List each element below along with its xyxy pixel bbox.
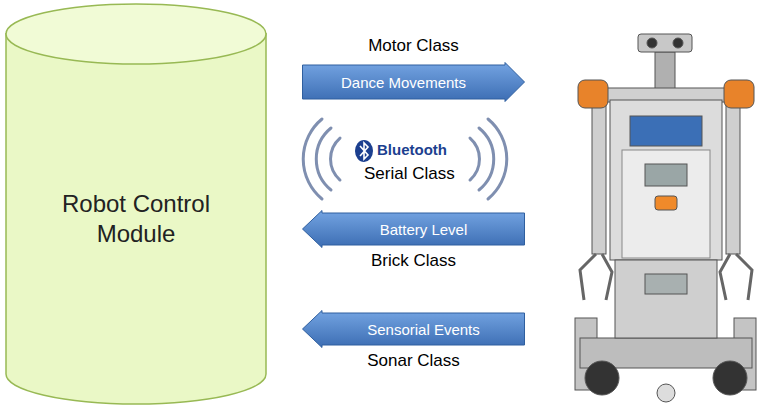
bluetooth-logo-text: Bluetooth <box>377 141 447 158</box>
robot-claw <box>602 254 612 300</box>
bluetooth-logo <box>355 140 373 162</box>
logo-badge <box>355 140 373 162</box>
message-text: Battery Level <box>380 221 468 238</box>
module-title: Robot Control Module <box>36 189 236 249</box>
robot-claw <box>720 254 730 300</box>
robot-lower-body <box>615 260 717 338</box>
logo-rune <box>360 143 368 159</box>
robot-button <box>655 196 677 210</box>
robot-claw <box>736 254 752 300</box>
module-cylinder: Robot Control Module <box>5 3 267 405</box>
arrow-shape <box>303 311 525 348</box>
wave-arc <box>316 128 331 190</box>
arrow-body: Battery Level <box>322 210 525 248</box>
wave-arc <box>470 138 479 180</box>
arrow-body: Dance Movements <box>302 62 505 102</box>
arrow-shape <box>303 63 525 102</box>
robot-head <box>638 34 692 52</box>
robot-brick <box>622 150 710 258</box>
block-arrow: Battery LevelBrick Class <box>302 210 525 248</box>
class-heading: Sonar Class <box>282 351 545 371</box>
robot-arm <box>726 104 740 254</box>
wave-arc <box>488 119 507 199</box>
arrow-body: Sensorial Events <box>322 310 525 348</box>
block-arrow: Motor ClassDance Movements <box>302 62 525 102</box>
cylinder-top <box>6 4 266 64</box>
robot-eye <box>673 38 683 48</box>
wave-arc <box>479 128 494 190</box>
bluetooth-waves <box>303 119 507 199</box>
robot-motor <box>578 80 608 108</box>
robot-illustration <box>575 34 756 402</box>
robot-motor <box>724 80 754 108</box>
robot-eye <box>647 38 657 48</box>
robot-wheel <box>585 361 619 395</box>
robot-arm <box>592 104 606 254</box>
arrow-shape <box>303 211 525 248</box>
class-label: Serial Class <box>364 164 455 184</box>
message-text: Sensorial Events <box>367 321 480 338</box>
robot-torso <box>610 100 722 260</box>
robot-sensor-board <box>630 116 702 146</box>
class-heading: Motor Class <box>282 36 545 56</box>
robot-claw <box>580 254 596 300</box>
robot-wheel <box>713 361 747 395</box>
message-text: Dance Movements <box>341 74 466 91</box>
class-heading: Brick Class <box>282 251 545 271</box>
robot-screen <box>645 164 687 186</box>
robot-caster <box>657 384 675 402</box>
robot-screen <box>645 274 687 294</box>
wave-arc <box>303 119 322 199</box>
wave-arc <box>331 138 340 180</box>
block-arrow: Sensorial EventsSonar Class <box>302 310 525 348</box>
cylinder-body <box>6 33 266 404</box>
text-area: Robot Control Module <box>5 63 267 375</box>
